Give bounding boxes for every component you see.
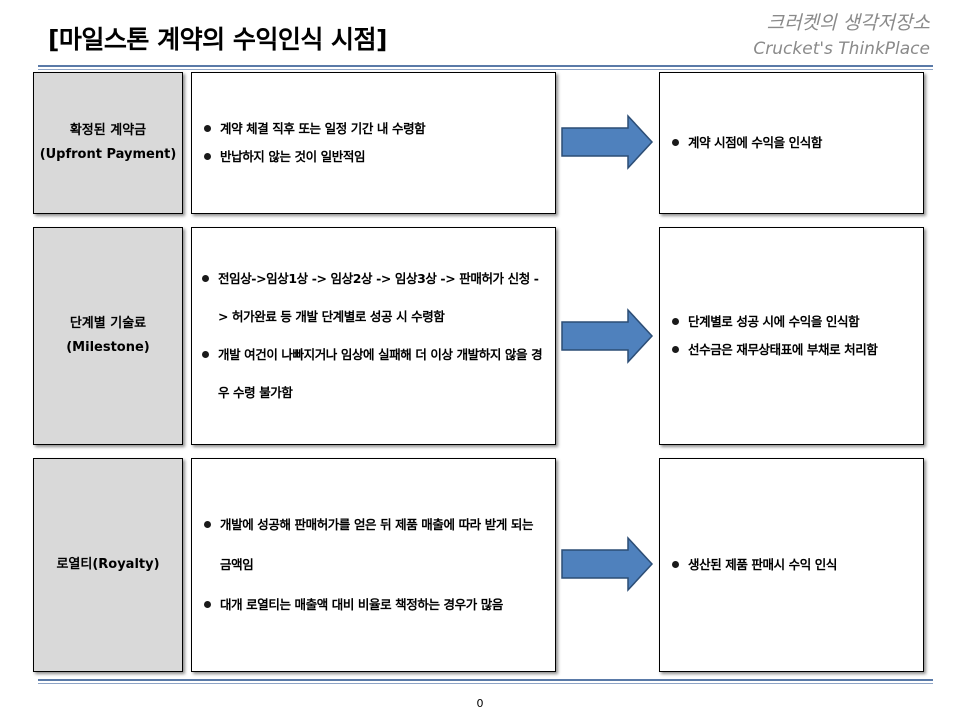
result-box-royalty: 생산된 제품 판매시 수익 인식 xyxy=(659,458,924,672)
row-label-title: 단계별 기술료 xyxy=(69,316,147,331)
right-arrow-icon xyxy=(561,114,654,170)
brand-block: 크러켓의 생각저장소 Crucket's ThinkPlace xyxy=(753,10,930,62)
list-item: 개발에 성공해 판매허가를 얻은 뒤 제품 매출에 따라 받게 되는 금액임 xyxy=(202,505,547,585)
header-rule-thin xyxy=(38,69,933,70)
right-arrow-icon xyxy=(561,536,654,592)
result-box-milestone: 단계별로 성공 시에 수익을 인식함 선수금은 재무상태표에 부채로 처리함 xyxy=(659,227,924,445)
condition-box-milestone: 전임상->임상1상 -> 임상2상 -> 임상3상 -> 판매허가 신청 -> … xyxy=(191,227,556,445)
row-label-title: 로열티(Royalty) xyxy=(56,557,160,572)
list-item: 선수금은 재무상태표에 부채로 처리함 xyxy=(670,340,915,360)
footer-rule xyxy=(38,679,933,681)
result-list: 단계별로 성공 시에 수익을 인식함 선수금은 재무상태표에 부채로 처리함 xyxy=(670,304,915,368)
row-label-title: 확정된 계약금 xyxy=(69,123,147,138)
condition-list: 전임상->임상1상 -> 임상2상 -> 임상3상 -> 판매허가 신청 -> … xyxy=(200,260,547,412)
list-item: 대개 로열티는 매출액 대비 비율로 책정하는 경우가 많음 xyxy=(202,585,547,625)
list-item: 반납하지 않는 것이 일반적임 xyxy=(202,147,547,167)
right-arrow-icon xyxy=(561,308,654,364)
list-item: 개발 여건이 나빠지거나 임상에 실패해 더 이상 개발하지 않을 경우 수령 … xyxy=(200,336,547,412)
list-item: 계약 시점에 수익을 인식함 xyxy=(670,133,915,153)
row-label-subtitle: (Upfront Payment) xyxy=(39,147,177,162)
list-item: 전임상->임상1상 -> 임상2상 -> 임상3상 -> 판매허가 신청 -> … xyxy=(200,260,547,336)
result-list: 계약 시점에 수익을 인식함 xyxy=(670,125,915,161)
page-number: 0 xyxy=(476,697,484,710)
result-list: 생산된 제품 판매시 수익 인식 xyxy=(670,547,915,583)
row-label-royalty: 로열티(Royalty) xyxy=(33,458,183,672)
list-item: 계약 체결 직후 또는 일정 기간 내 수령함 xyxy=(202,119,547,139)
footer-rule-thin xyxy=(38,683,933,684)
condition-box-royalty: 개발에 성공해 판매허가를 얻은 뒤 제품 매출에 따라 받게 되는 금액임 대… xyxy=(191,458,556,672)
row-label-milestone: 단계별 기술료 (Milestone) xyxy=(33,227,183,445)
list-item: 생산된 제품 판매시 수익 인식 xyxy=(670,555,915,575)
result-box-upfront: 계약 시점에 수익을 인식함 xyxy=(659,72,924,214)
page-title: [마일스톤 계약의 수익인식 시점] xyxy=(48,25,387,54)
brand-english: Crucket's ThinkPlace xyxy=(753,39,930,59)
condition-list: 개발에 성공해 판매허가를 얻은 뒤 제품 매출에 따라 받게 되는 금액임 대… xyxy=(202,505,547,625)
brand-korean: 크러켓의 생각저장소 xyxy=(766,12,930,34)
condition-list: 계약 체결 직후 또는 일정 기간 내 수령함 반납하지 않는 것이 일반적임 xyxy=(202,111,547,175)
row-label-upfront: 확정된 계약금 (Upfront Payment) xyxy=(33,72,183,214)
header-rule xyxy=(38,65,933,67)
condition-box-upfront: 계약 체결 직후 또는 일정 기간 내 수령함 반납하지 않는 것이 일반적임 xyxy=(191,72,556,214)
row-label-subtitle: (Milestone) xyxy=(66,340,150,355)
list-item: 단계별로 성공 시에 수익을 인식함 xyxy=(670,312,915,332)
